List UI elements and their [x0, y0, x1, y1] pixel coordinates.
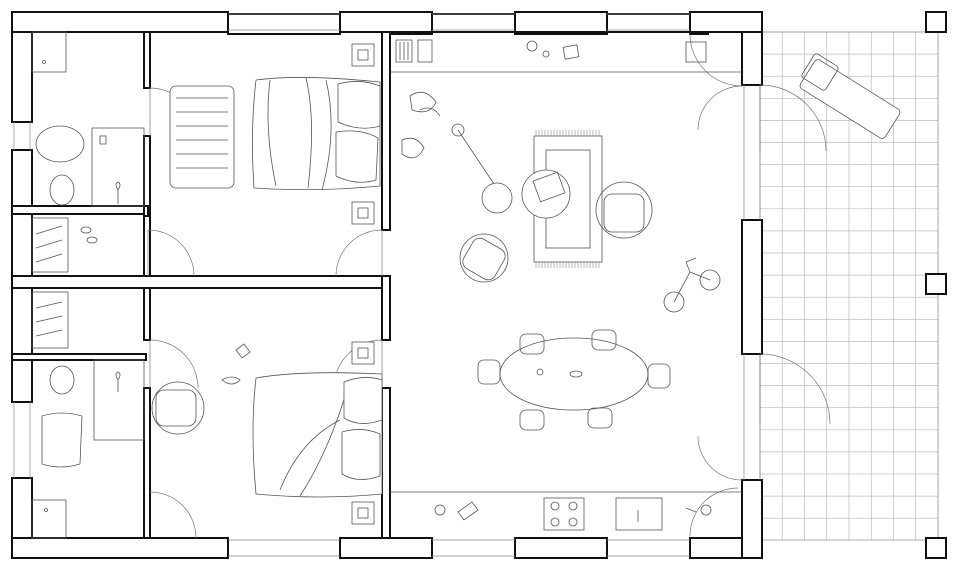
nightstand	[351, 501, 375, 525]
armchair	[151, 381, 205, 435]
shower	[93, 359, 145, 441]
armchair	[595, 181, 653, 239]
living-rug	[533, 130, 603, 268]
laundry-1	[31, 217, 98, 273]
bath-mat	[35, 125, 85, 163]
floor-lamp	[451, 123, 513, 214]
dining-table	[499, 337, 649, 411]
bedroom-2	[151, 341, 383, 525]
toilet	[49, 365, 75, 395]
shower	[91, 127, 145, 207]
plant	[401, 91, 441, 159]
sun-lounger	[799, 53, 901, 139]
bath-mat	[41, 412, 83, 468]
bathroom-2	[31, 359, 145, 539]
sink-counter	[31, 499, 67, 539]
rug	[169, 85, 235, 189]
nightstand	[351, 201, 375, 225]
bathroom-1	[31, 31, 145, 207]
nightstand	[351, 341, 375, 365]
nightstand	[351, 43, 375, 67]
cooktop	[543, 497, 585, 531]
toilet	[49, 174, 75, 206]
laundry-2	[31, 291, 69, 349]
armchair	[459, 233, 509, 283]
kitchen-sink	[615, 497, 663, 531]
dining-chairs	[477, 329, 671, 431]
living-dining-kitchen	[390, 39, 742, 531]
walls	[11, 11, 947, 559]
bedroom-1	[169, 43, 381, 225]
coffee-table	[521, 169, 571, 219]
sink-counter	[31, 31, 67, 73]
bicycle	[663, 257, 721, 313]
